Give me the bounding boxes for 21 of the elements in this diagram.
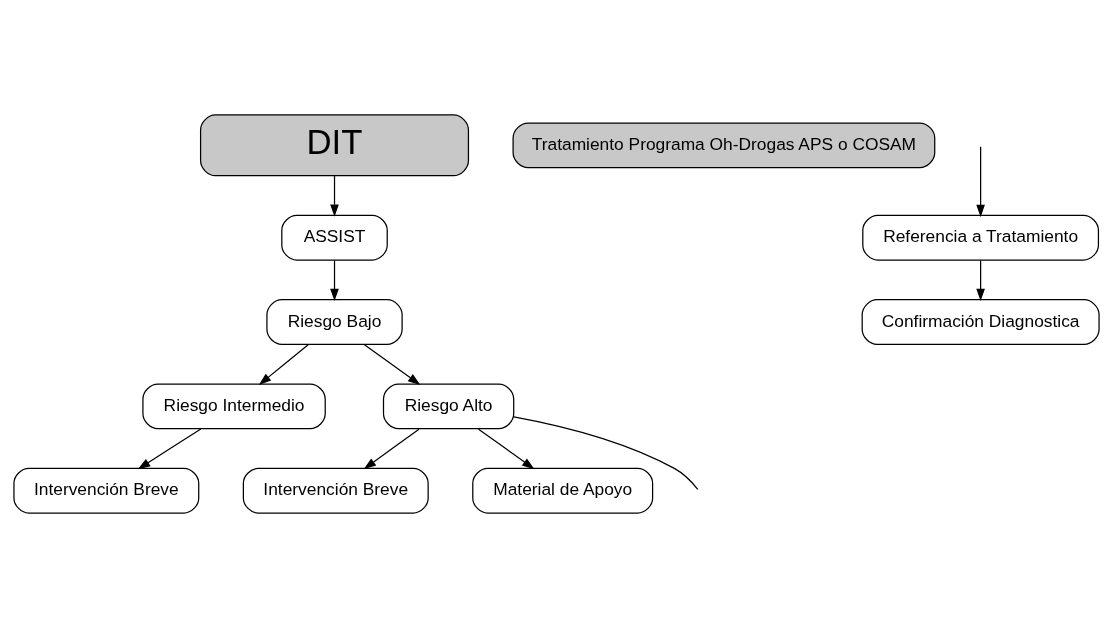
node-box: Material de Apoyo [472, 467, 654, 514]
node-box: Referencia a Tratamiento [862, 214, 1100, 261]
node-box: Riesgo Bajo [266, 299, 403, 345]
node-box: ASSIST [281, 214, 388, 261]
node-box: DIT [199, 114, 470, 177]
node-box: Tratamiento Programa Oh-Drogas APS o COSAM [512, 122, 936, 169]
arrow [330, 175, 339, 217]
arrow [976, 259, 985, 302]
arrow [330, 259, 339, 302]
arrow [258, 344, 309, 385]
node-box: Intervención Breve [13, 467, 200, 514]
arrow [363, 428, 420, 470]
arrow [137, 428, 202, 470]
arrow [976, 146, 985, 218]
node-box: Confirmación Diagnostica [861, 299, 1100, 345]
node-box: Riesgo Alto [382, 383, 515, 430]
arrow [363, 344, 421, 385]
connector [513, 416, 699, 490]
node-box: Intervención Breve [242, 467, 429, 514]
arrow [477, 428, 535, 470]
node-box: Riesgo Intermedio [142, 383, 326, 430]
